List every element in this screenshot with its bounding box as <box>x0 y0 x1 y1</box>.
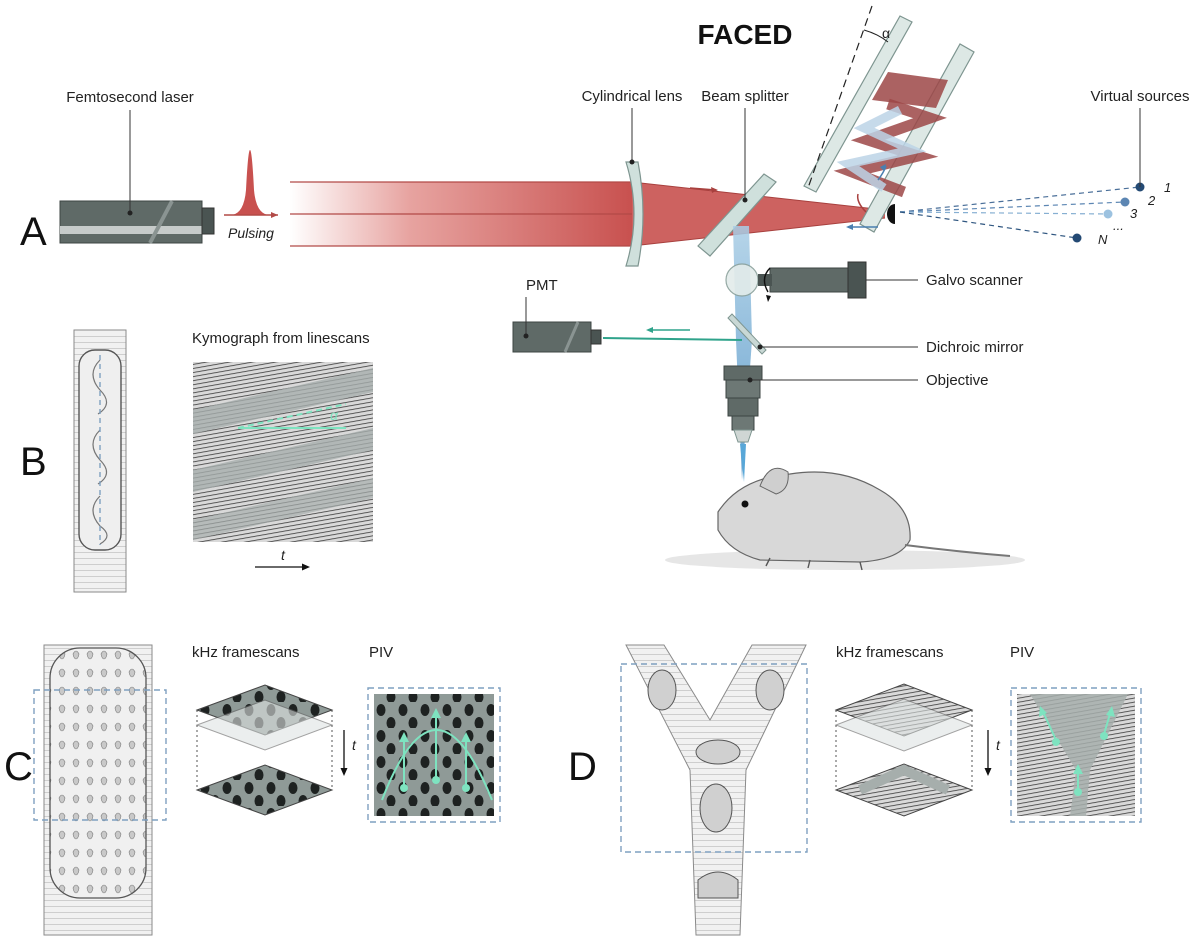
pulse-icon <box>224 150 278 218</box>
dichroic-mirror-label: Dichroic mirror <box>926 339 1024 356</box>
piv-box-d <box>1010 687 1142 823</box>
pmt-dot <box>523 333 529 339</box>
panel-label-b: B <box>20 440 47 484</box>
laser-leader-dot <box>127 210 133 216</box>
piv-field-c <box>374 694 494 816</box>
time-arrow-c <box>340 730 348 776</box>
piv-label-d: PIV <box>1010 644 1034 661</box>
cyl-lens-dot <box>629 159 635 165</box>
vs-number-3: 3 <box>1130 206 1138 221</box>
khz-framescans-label-c: kHz framescans <box>192 644 300 661</box>
kymograph-label: Kymograph from linescans <box>192 330 370 347</box>
panel-label-a: A <box>20 210 47 254</box>
faced-title: FACED <box>698 19 793 50</box>
objective-dot <box>747 377 753 383</box>
dichroic-dot <box>757 344 763 350</box>
time-label-d: t <box>996 737 1001 753</box>
vessel-linescan <box>73 329 127 593</box>
panel-label-d: D <box>568 745 597 789</box>
time-arrow-b <box>255 563 310 571</box>
vessel-bifurcation <box>625 644 807 936</box>
objective-label: Objective <box>926 372 989 389</box>
time-arrow-d <box>984 730 992 776</box>
beam-splitter <box>697 173 777 257</box>
laser-label: Femtosecond laser <box>66 89 194 106</box>
faced-mirror-pair <box>803 5 975 233</box>
vs-dots: ... <box>1113 218 1124 233</box>
virtual-source-3 <box>1103 209 1113 219</box>
kymograph-angle-alpha: α <box>330 407 339 423</box>
framescan-stack-c <box>195 684 334 816</box>
vs-number-2: 2 <box>1147 193 1156 208</box>
piv-field-d <box>1017 694 1135 816</box>
virtual-source-n <box>1072 233 1082 243</box>
dichroic-mirror <box>727 313 767 355</box>
pmt-label: PMT <box>526 277 558 294</box>
vs-number-1: 1 <box>1164 180 1171 195</box>
virtual-sources-fan <box>899 182 1145 243</box>
faced-angle-alpha: α <box>882 25 890 41</box>
galvo-scanner-label: Galvo scanner <box>926 272 1023 289</box>
roi-box-c <box>33 689 167 821</box>
virtual-sources-label: Virtual sources <box>1091 88 1190 105</box>
cylindrical-lens <box>625 161 644 267</box>
pulsing-label: Pulsing <box>228 225 274 241</box>
khz-framescans-label-d: kHz framescans <box>836 644 944 661</box>
fluorescence-beam <box>602 327 743 341</box>
femtosecond-laser <box>59 200 215 244</box>
galvo-scanner <box>725 261 867 302</box>
vessel-c <box>43 644 153 936</box>
piv-box-c <box>367 687 501 823</box>
panel-label-c: C <box>4 745 33 789</box>
vs-number-n: N <box>1098 232 1108 247</box>
time-label-b: t <box>281 547 286 563</box>
roi-box-d <box>620 663 808 853</box>
virtual-source-2 <box>1120 197 1130 207</box>
piv-label-c: PIV <box>369 644 393 661</box>
cylindrical-lens-label: Cylindrical lens <box>582 88 683 105</box>
red-laser-beam <box>290 181 886 247</box>
framescan-stack-d <box>834 683 974 817</box>
kymograph-image <box>193 362 373 542</box>
mouse-illustration <box>665 467 1025 571</box>
objective-lens <box>723 365 763 443</box>
beam-splitter-dot <box>742 197 748 203</box>
beam-splitter-label: Beam splitter <box>701 88 789 105</box>
time-label-c: t <box>352 737 357 753</box>
